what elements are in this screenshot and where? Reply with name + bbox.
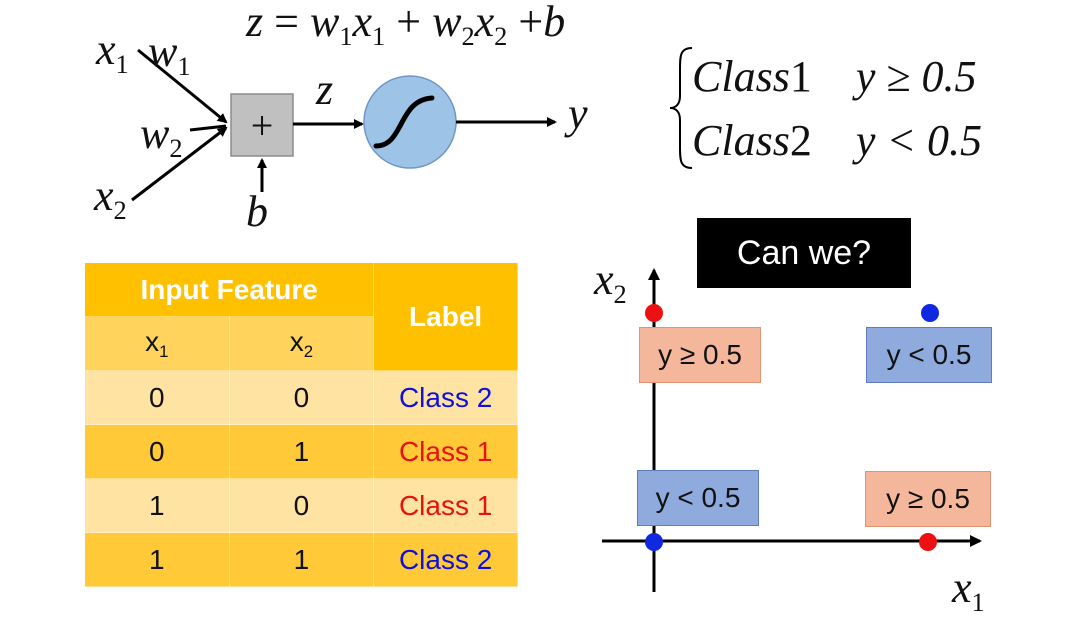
header-x1: x1 [84, 316, 230, 371]
edge-x1 [137, 48, 228, 124]
left-brace-icon [669, 47, 693, 169]
cell-x2: 1 [228, 424, 375, 479]
box-top-left: y ≥ 0.5 [639, 327, 761, 383]
cell-x2: 0 [228, 478, 375, 533]
axis-x1-label: x1 [952, 563, 985, 618]
axis-x2-label: x2 [594, 255, 627, 310]
neuron-diagram [131, 48, 557, 202]
point-1-0 [919, 533, 937, 551]
bias-label: b [246, 187, 268, 236]
output-y-label: y [568, 89, 588, 138]
cell-x2: 1 [228, 532, 375, 587]
edge-x2 [131, 126, 228, 202]
header-label: Label [373, 262, 518, 371]
cell-label: Class 1 [373, 424, 518, 479]
cell-x2: 0 [228, 370, 375, 425]
input-x1-label: x1 [96, 25, 129, 80]
point-1-1 [921, 304, 939, 322]
cell-x1: 1 [84, 478, 230, 533]
box-bottom-left: y < 0.5 [637, 470, 759, 526]
point-0-1 [645, 304, 663, 322]
edge-w2 [189, 124, 227, 132]
table-row: 1 1 Class 2 [84, 532, 518, 587]
sum-symbol: + [250, 102, 274, 148]
weight-w1-label: w1 [148, 27, 191, 82]
neuron-equation: z = w1x1 + w2x2 +b [246, 0, 566, 52]
cell-label: Class 2 [373, 532, 518, 587]
cell-x1: 1 [84, 532, 230, 587]
input-x2-label: x2 [94, 171, 127, 226]
cell-label: Class 1 [373, 478, 518, 533]
sum-node [230, 93, 294, 157]
cell-x1: 0 [84, 370, 230, 425]
sigmoid-node [363, 75, 457, 169]
header-x2: x2 [228, 316, 375, 371]
cell-label: Class 2 [373, 370, 518, 425]
z-label: z [316, 65, 334, 114]
table-row: 0 1 Class 1 [84, 424, 518, 479]
cell-x1: 0 [84, 424, 230, 479]
weight-w2-label: w2 [140, 109, 183, 164]
box-top-right: y < 0.5 [866, 327, 992, 383]
sigmoid-curve-icon [373, 95, 435, 149]
table-row: 1 0 Class 1 [84, 478, 518, 533]
header-input-feature: Input Feature [83, 262, 375, 317]
box-bottom-right: y ≥ 0.5 [865, 471, 991, 527]
table-row: 0 0 Class 2 [84, 370, 518, 425]
point-0-0 [645, 533, 663, 551]
truth-table: Input Feature Label x1 x2 0 0 Class 2 0 … [83, 262, 518, 587]
can-we-badge: Can we? [697, 218, 911, 288]
